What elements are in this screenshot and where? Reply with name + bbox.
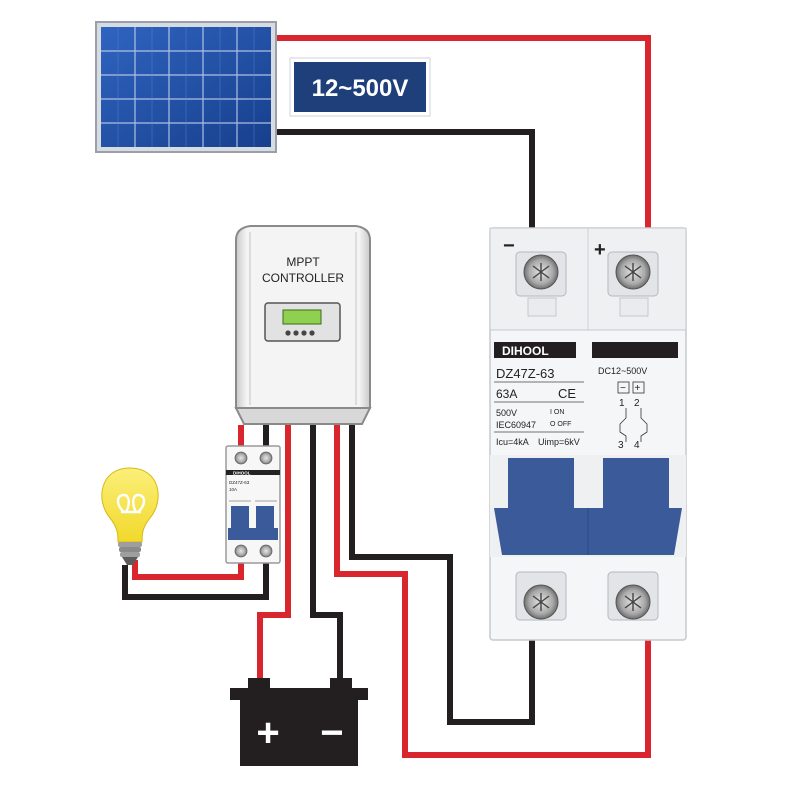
small-breaker-handle-left[interactable] xyxy=(231,506,249,528)
breaker-brand: DIHOOL xyxy=(502,344,549,358)
breaker-pos-symbol: + xyxy=(594,239,606,261)
breaker-handle-left[interactable] xyxy=(508,458,574,508)
light-bulb xyxy=(101,467,159,565)
breaker-term-3: 3 xyxy=(618,440,624,451)
breaker-ce-mark: CE xyxy=(558,386,576,401)
wire-battery-positive xyxy=(257,425,291,690)
wire-panel-negative xyxy=(275,129,535,248)
breaker-model: DZ47Z-63 xyxy=(496,366,555,381)
voltage-badge-label: 12~500V xyxy=(312,75,409,102)
wire-breaker-negative-out xyxy=(349,425,535,725)
breaker-voltage-rating: 500V xyxy=(496,408,517,418)
breaker-term-1: 1 xyxy=(619,398,625,409)
breaker-dc-range: DC12~500V xyxy=(598,366,647,376)
breaker-off-label: O OFF xyxy=(550,421,571,428)
wires xyxy=(122,35,651,758)
wire-panel-positive xyxy=(275,35,651,248)
mppt-controller: MPPT CONTROLLER xyxy=(234,225,372,425)
battery-minus-symbol: − xyxy=(320,711,343,755)
breaker-term-minus: − xyxy=(620,383,626,394)
wire-load-negative-out xyxy=(122,563,269,600)
mppt-lcd-screen xyxy=(282,309,322,325)
breaker-handle-right[interactable] xyxy=(603,458,669,508)
mppt-button-4[interactable] xyxy=(309,330,315,336)
voltage-badge: 12~500V xyxy=(289,57,431,117)
breaker-icu: Icu=4kA xyxy=(496,437,529,447)
wire-breaker-positive-out xyxy=(334,425,651,758)
battery: + − xyxy=(230,678,368,766)
mppt-button-3[interactable] xyxy=(301,330,307,336)
breaker-current-rating: 63A xyxy=(496,387,517,401)
small-breaker: DIHOOL DZ47Z-63 10A xyxy=(225,445,281,564)
wire-load-positive-out xyxy=(132,560,244,580)
breaker-on-label: I ON xyxy=(550,409,564,416)
mppt-title-line2: CONTROLLER xyxy=(262,271,344,285)
breaker-standard: IEC60947 xyxy=(496,420,536,430)
mppt-button-2[interactable] xyxy=(293,330,299,336)
breaker-term-plus: + xyxy=(635,383,641,394)
wire-battery-negative xyxy=(310,425,343,690)
breaker-term-2: 2 xyxy=(634,398,640,409)
breaker-uimp: Uimp=6kV xyxy=(538,437,580,447)
small-breaker-model: DZ47Z-63 xyxy=(229,480,250,485)
mppt-button-1[interactable] xyxy=(285,330,291,336)
small-breaker-handle-right[interactable] xyxy=(256,506,274,528)
battery-plus-symbol: + xyxy=(256,711,279,755)
small-breaker-current: 10A xyxy=(229,487,237,492)
solar-panel xyxy=(95,21,277,153)
breaker-neg-symbol: − xyxy=(503,235,515,257)
main-breaker: − + DIHOOL DZ47Z-63 63A CE 500V IEC60947… xyxy=(489,227,687,641)
mppt-title-line1: MPPT xyxy=(286,255,320,269)
breaker-term-4: 4 xyxy=(634,440,640,451)
small-breaker-brand: DIHOOL xyxy=(233,471,251,476)
